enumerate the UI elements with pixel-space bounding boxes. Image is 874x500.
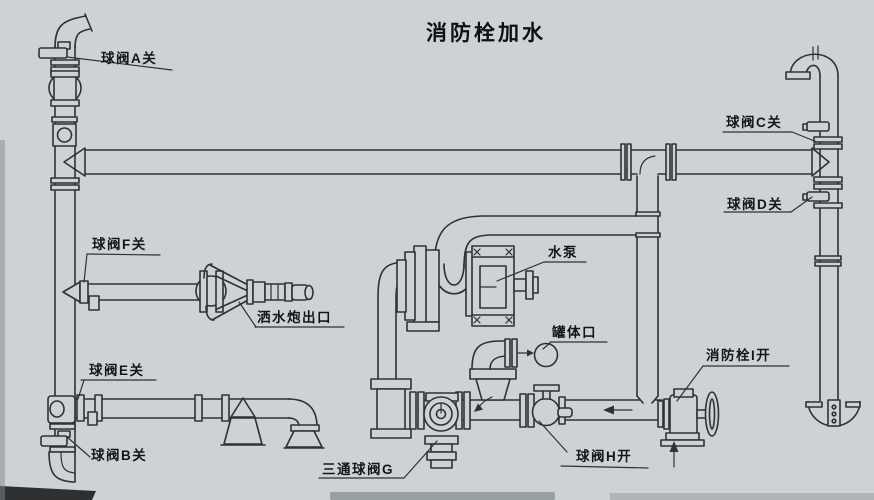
label-hydrant-i: 消防栓I开: [706, 347, 771, 363]
ball-valve-d: [802, 191, 843, 209]
label-leader-lines: [65, 56, 818, 479]
ball-valve-c: [802, 121, 843, 150]
label-valve-a: 球阀A关: [101, 50, 157, 66]
left-riser-pipe: [38, 13, 93, 483]
center-vertical-pipe: [635, 175, 661, 404]
flow-arrows: [474, 396, 679, 468]
tank-opening-elbow: [469, 338, 559, 401]
sprinkler-cannon: [195, 263, 314, 321]
flow-arrow-into-tank: [517, 349, 534, 357]
photo-edge-artifacts: [0, 140, 874, 500]
suction-bell-outlet-1: [220, 397, 266, 446]
flow-arrow-up: [669, 441, 679, 468]
ball-valve-e: [76, 394, 103, 426]
text-labels: 消防栓加水 球阀A关 球阀F关 洒水炮出口 球阀E关 球阀B关 三通球阀G 球阀…: [89, 21, 783, 477]
ball-valve-h: [519, 384, 573, 428]
label-pump: 水泵: [548, 244, 578, 260]
label-valve-h: 球阀H开: [576, 448, 632, 464]
sprinkler-branch-pipe: [62, 280, 201, 311]
flow-arrow-elbow-turn: [474, 396, 493, 412]
ball-valve-b: [40, 395, 76, 453]
suction-bell-outlet-2: [283, 398, 325, 449]
water-pump: [396, 245, 539, 332]
main-top-pipe: [63, 143, 830, 181]
label-tank-opening: 罐体口: [551, 324, 597, 340]
pump-bolt-marks: [473, 248, 513, 324]
pump-discharge-pipe: [433, 215, 637, 269]
tank-opening-port: [533, 342, 559, 368]
riser-u-bend: [805, 399, 861, 427]
fire-hydrant-i: [657, 388, 720, 447]
three-way-ball-valve-g: [409, 391, 471, 469]
bottom-left-branch-pipe: [74, 394, 325, 449]
label-sprinkler-outlet: 洒水炮出口: [257, 309, 332, 325]
page-title: 消防栓加水: [426, 21, 546, 45]
label-three-way-valve-g: 三通球阀G: [322, 461, 394, 477]
label-valve-c: 球阀C关: [726, 114, 782, 130]
label-valve-b: 球阀B关: [91, 447, 147, 463]
ball-valve-a: [38, 41, 82, 107]
label-valve-d: 球阀D关: [727, 196, 783, 212]
label-valve-f: 球阀F关: [92, 236, 147, 252]
label-valve-e: 球阀E关: [89, 362, 145, 378]
flow-arrow-left: [603, 405, 633, 415]
ball-valve-f: [88, 295, 100, 311]
hydrant-handwheel: [704, 391, 720, 437]
right-riser-pipe: [785, 45, 861, 427]
